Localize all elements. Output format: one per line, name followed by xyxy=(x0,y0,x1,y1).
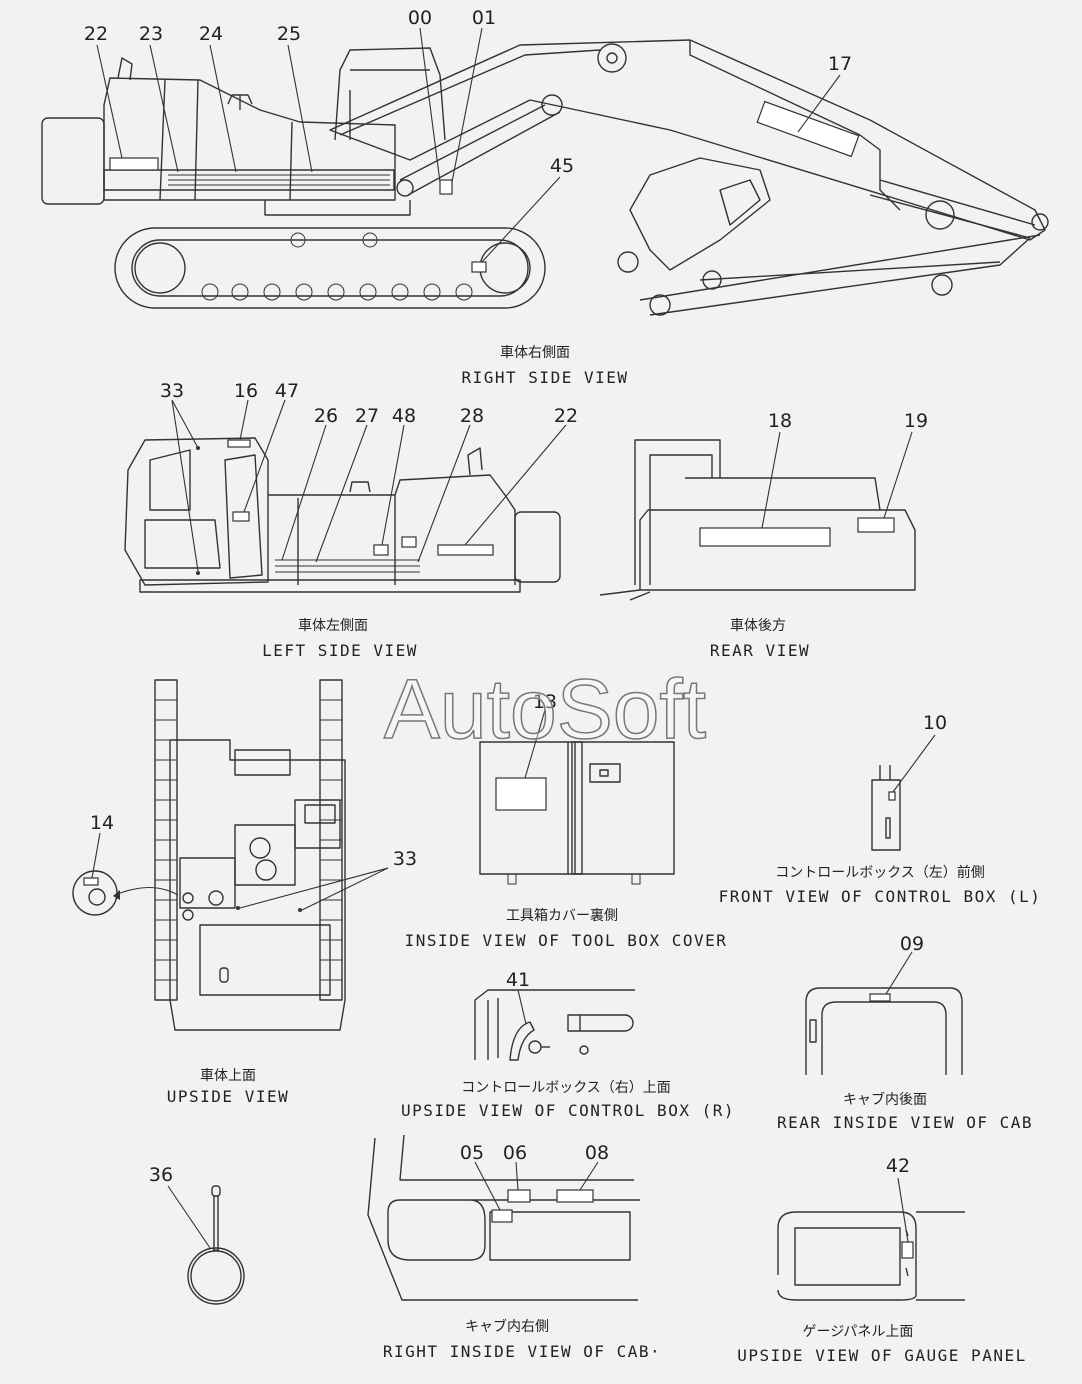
control-box-right-caption: UPSIDE VIEW OF CONTROL BOX (R) xyxy=(401,1101,735,1120)
cab-rear-inside-view: 09 キャブ内後面 REAR INSIDE VIEW OF CAB xyxy=(777,933,1033,1132)
callout-16: 16 xyxy=(234,380,258,402)
cab-right-inside-view: 05 06 08 キャブ内右側 RIGHT INSIDE VIEW OF CAB… xyxy=(367,1134,661,1361)
callout-08: 08 xyxy=(585,1142,609,1164)
tool-box-cover-view: 13 工具箱カバー裏側 INSIDE VIEW OF TOOL BOX COVE… xyxy=(405,691,728,950)
cab-right-caption: RIGHT INSIDE VIEW OF CAB· xyxy=(383,1342,661,1361)
gauge-panel-caption-jp: ゲージパネル上面 xyxy=(803,1324,914,1340)
rear-view-caption-jp: 車体後方 xyxy=(730,617,786,634)
upside-view-caption-jp: 車体上面 xyxy=(200,1067,256,1084)
tool-box-cover-caption: INSIDE VIEW OF TOOL BOX COVER xyxy=(405,931,728,950)
callout-17: 17 xyxy=(828,53,852,75)
callout-22-left: 22 xyxy=(554,405,578,427)
callout-41: 41 xyxy=(506,969,530,991)
callout-24: 24 xyxy=(199,23,223,45)
left-side-view-caption: LEFT SIDE VIEW xyxy=(262,641,418,660)
tool-box-cover-caption-jp: 工具箱カバー裏側 xyxy=(506,907,618,924)
callout-45: 45 xyxy=(550,155,574,177)
ring-part-view: 36 xyxy=(149,1164,245,1305)
callout-13: 13 xyxy=(533,691,557,713)
control-box-right-caption-jp: コントロールボックス（右）上面 xyxy=(461,1080,671,1096)
gauge-panel-caption: UPSIDE VIEW OF GAUGE PANEL xyxy=(737,1346,1026,1365)
callout-00: 00 xyxy=(408,7,432,29)
callout-27: 27 xyxy=(355,405,379,427)
callout-06: 06 xyxy=(503,1142,527,1164)
control-box-left-caption: FRONT VIEW OF CONTROL BOX (L) xyxy=(719,887,1042,906)
rear-view: 18 19 車体後方 REAR VIEW xyxy=(599,410,928,660)
callout-18: 18 xyxy=(768,410,792,432)
callout-05: 05 xyxy=(460,1142,484,1164)
callout-42: 42 xyxy=(886,1155,910,1177)
right-side-view-caption-jp: 車体右側面 xyxy=(500,344,570,361)
callout-09: 09 xyxy=(900,933,924,955)
rear-view-caption: REAR VIEW xyxy=(710,641,810,660)
upside-view-caption: UPSIDE VIEW xyxy=(167,1087,289,1106)
callout-10: 10 xyxy=(923,712,947,734)
cab-rear-caption: REAR INSIDE VIEW OF CAB xyxy=(777,1113,1033,1132)
callout-01: 01 xyxy=(472,7,496,29)
control-box-left-caption-jp: コントロールボックス（左）前側 xyxy=(775,864,985,881)
upside-view: 14 33 車体上面 UPSIDE VIEW xyxy=(72,679,417,1106)
callout-19: 19 xyxy=(904,410,928,432)
right-side-view-caption: RIGHT SIDE VIEW xyxy=(462,368,629,387)
control-box-left-view: 10 コントロールボックス（左）前側 FRONT VIEW OF CONTROL… xyxy=(719,712,1042,906)
callout-23: 23 xyxy=(139,23,163,45)
left-side-view: 33 16 47 26 27 48 28 22 車体左側面 LEFT SIDE … xyxy=(124,380,578,660)
callout-25: 25 xyxy=(277,23,301,45)
cab-rear-caption-jp: キャブ内後面 xyxy=(843,1091,927,1108)
left-side-view-caption-jp: 車体左側面 xyxy=(298,617,368,634)
callout-36: 36 xyxy=(149,1164,173,1186)
callout-26: 26 xyxy=(314,405,338,427)
control-box-right-view: 41 コントロールボックス（右）上面 UPSIDE VIEW OF CONTRO… xyxy=(401,969,735,1120)
callout-33-left: 33 xyxy=(160,380,184,402)
watermark: AutoSoft xyxy=(384,662,706,756)
callout-47: 47 xyxy=(275,380,299,402)
gauge-panel-view: 42 ゲージパネル上面 UPSIDE VIEW OF GAUGE PANEL xyxy=(737,1155,1026,1365)
callout-48: 48 xyxy=(392,405,416,427)
cab-right-caption-jp: キャブ内右側 xyxy=(465,1318,549,1335)
callout-28: 28 xyxy=(460,405,484,427)
callout-22-right: 22 xyxy=(84,23,108,45)
right-side-view: 22 23 24 25 00 01 17 45 車体右側面 RIGHT SIDE… xyxy=(41,7,1049,387)
callout-14: 14 xyxy=(90,812,114,834)
callout-33-upside: 33 xyxy=(393,848,417,870)
